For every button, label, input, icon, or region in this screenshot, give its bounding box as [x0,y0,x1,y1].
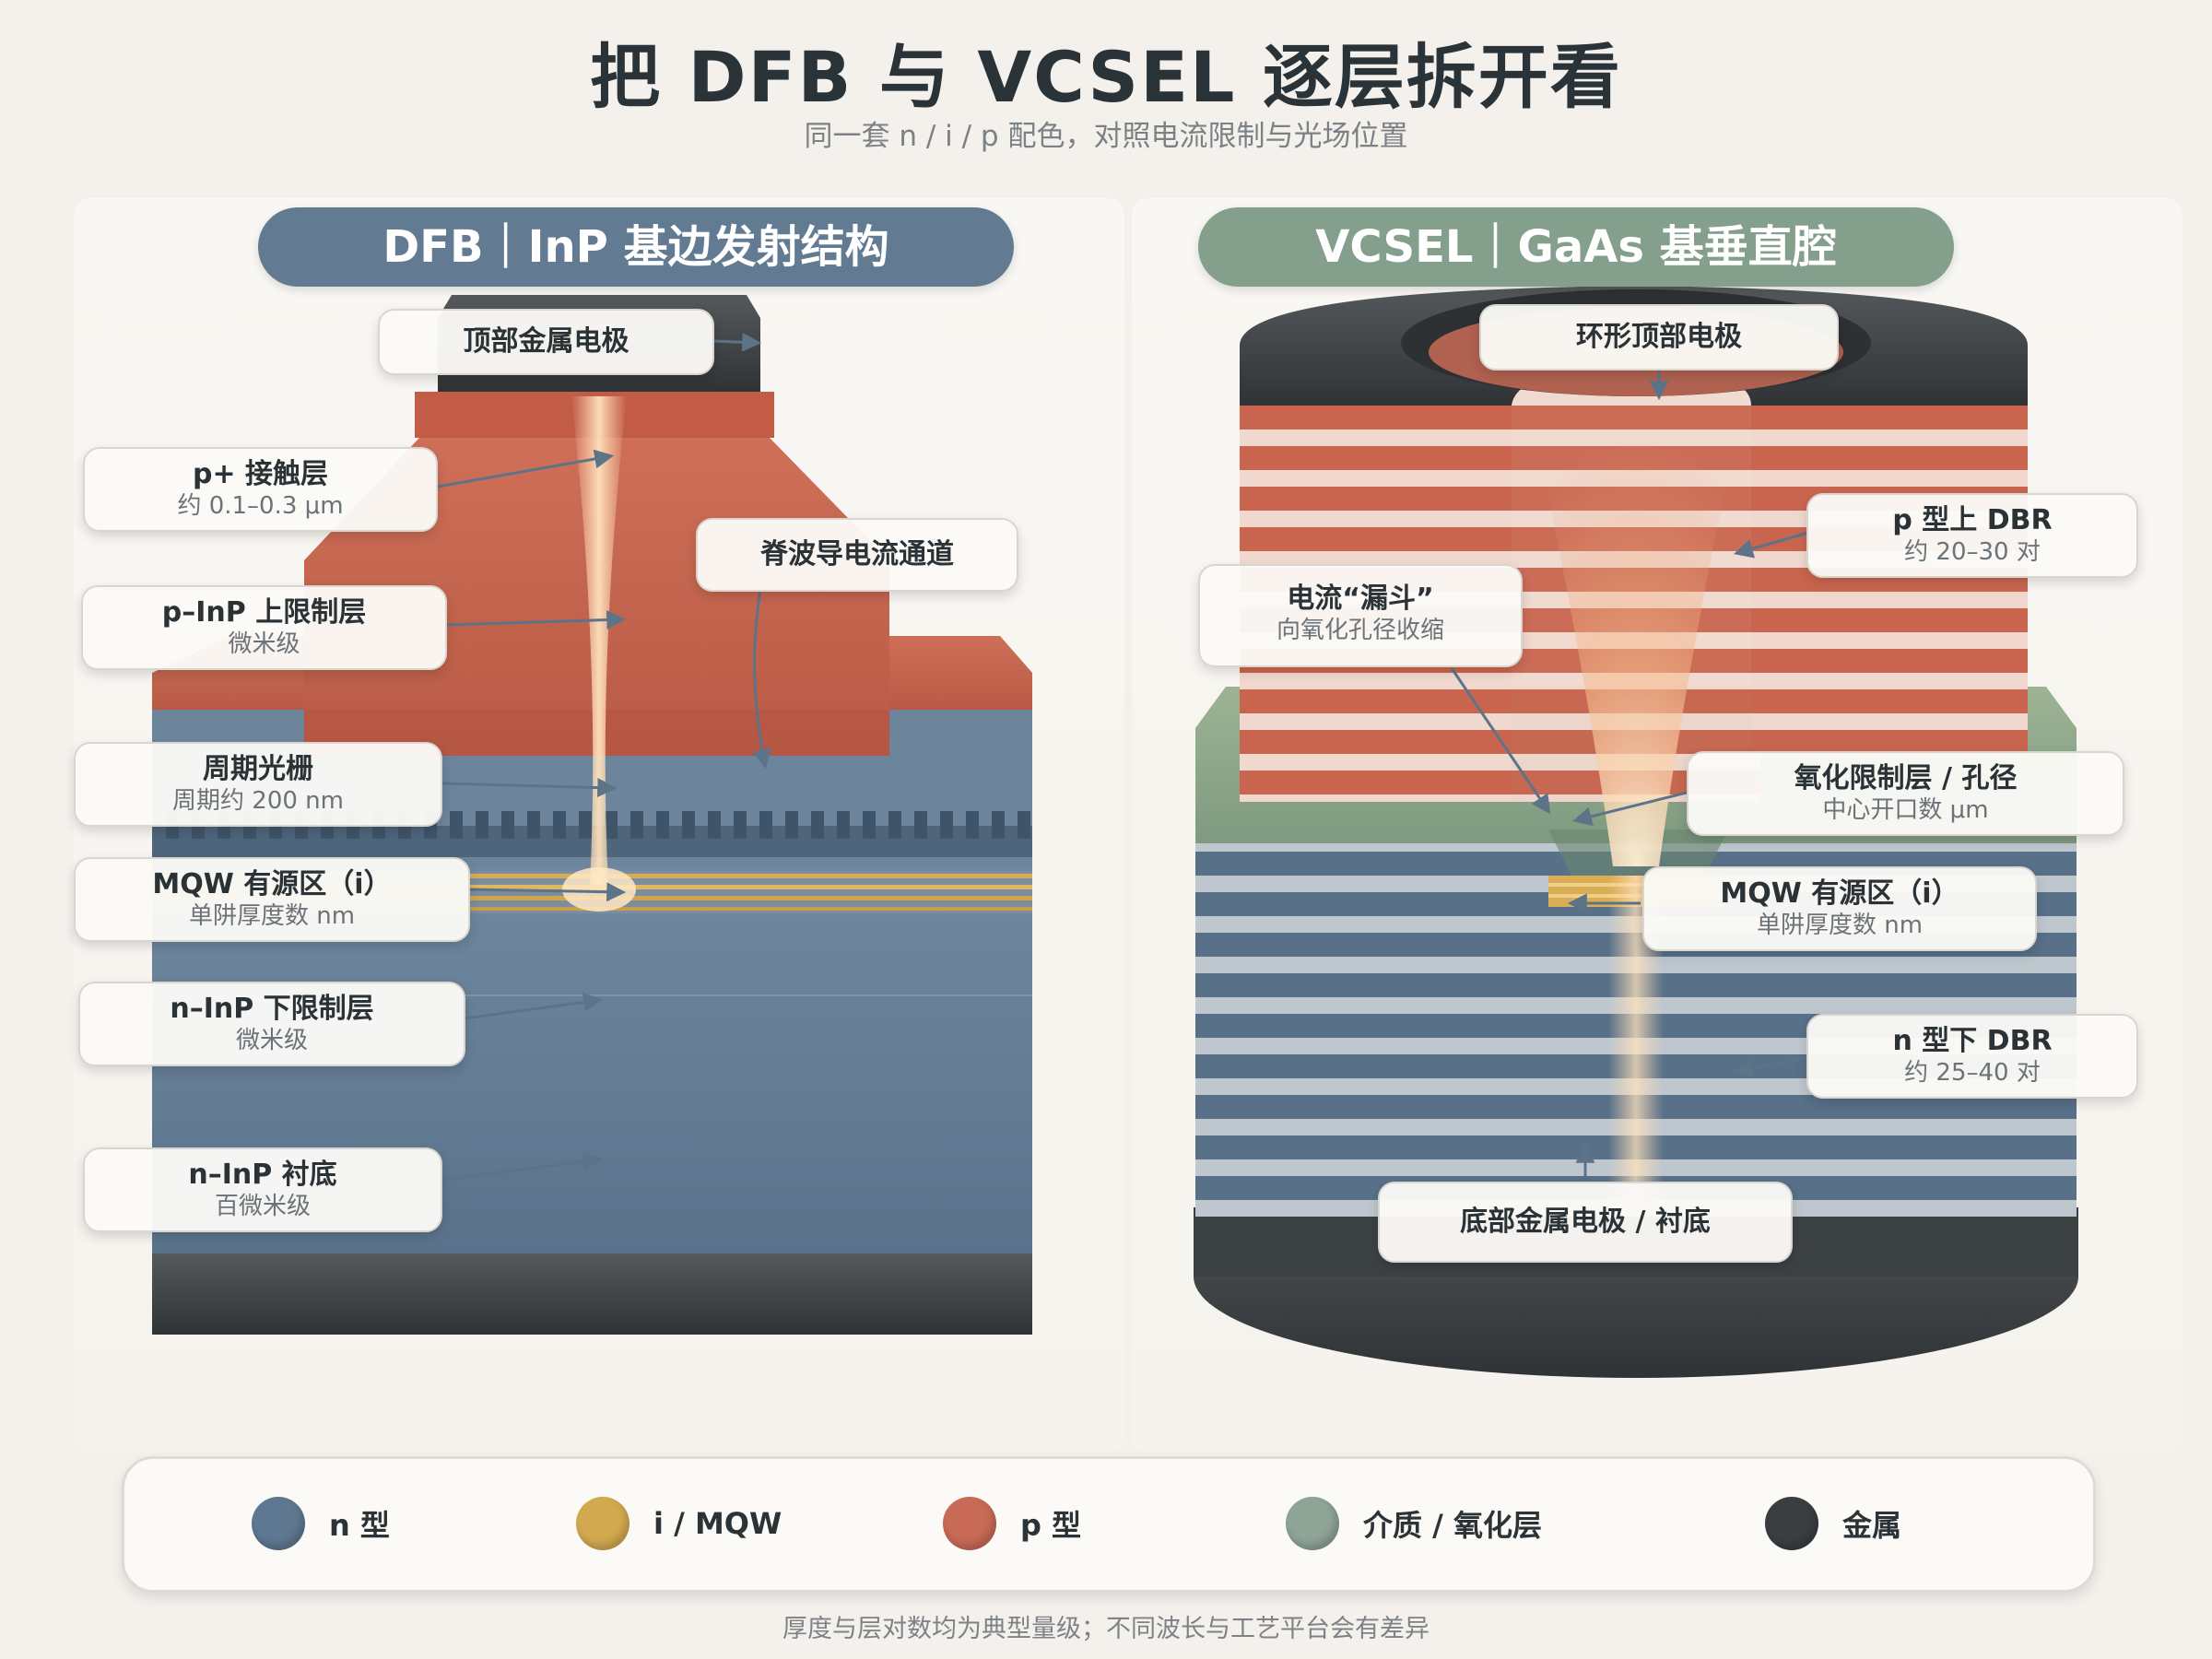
legend-label: n 型 [329,1508,390,1543]
grating-tooth [888,811,901,839]
dfb-top-electrode-label: 顶部金属电极 [463,325,629,358]
legend-item-p-type: p 型 [943,1496,1081,1551]
dfb-contact-title: p+ 接触层 [192,458,329,490]
grating-tooth [992,811,1005,839]
vcsel-p-dbr-title: p 型上 DBR [1892,504,2053,536]
dfb-grating-sub: 周期约 200 nm [172,787,344,815]
grating-tooth [708,811,721,839]
page-subtitle: 同一套 n / i / p 配色，对照电流限制与光场位置 [804,120,1408,153]
vcsel-funnel-callout: 电流“漏斗” 向氧化孔径收缩 [1198,564,1523,667]
vcsel-p-dbr-callout: p 型上 DBR 约 20–30 对 [1806,493,2138,578]
leader-lines [437,332,1809,1182]
vcsel-mqw-title: MQW 有源区（i） [1720,877,1959,910]
vcsel-n-dbr-sub: 约 25–40 对 [1904,1059,2041,1087]
color-legend: n 型 i / MQW p 型 介质 / 氧化层 金属 [122,1456,2096,1593]
legend-item-i-mqw: i / MQW [576,1496,782,1551]
legend-item-dielectric: 介质 / 氧化层 [1286,1496,1542,1551]
legend-swatch [576,1497,629,1550]
dfb-mqw-callout: MQW 有源区（i） 单阱厚度数 nm [74,857,470,942]
legend-label: 金属 [1842,1508,1902,1543]
vcsel-mqw-callout: MQW 有源区（i） 单阱厚度数 nm [1642,866,2037,951]
dfb-contact-sub: 约 0.1–0.3 μm [177,492,344,520]
dfb-mqw-sub: 单阱厚度数 nm [188,902,356,930]
grating-tooth [837,811,850,839]
dfb-upper-clad-callout: p–InP 上限制层 微米级 [81,585,447,670]
dfb-grating-callout: 周期光栅 周期约 200 nm [74,742,442,827]
dfb-upper-clad-sub: 微米级 [228,630,300,658]
dfb-substrate-sub: 百微米级 [214,1193,311,1220]
vcsel-current-funnel [1525,387,1747,866]
grating-tooth [1018,811,1030,839]
legend-swatch [252,1497,305,1550]
vcsel-n-dbr-callout: n 型下 DBR 约 25–40 对 [1806,1014,2138,1099]
footnote: 厚度与层对数均为典型量级；不同波长与工艺平台会有差异 [782,1615,1430,1643]
grating-tooth [501,811,514,839]
dfb-mqw-title: MQW 有源区（i） [152,868,392,900]
grating-tooth [914,811,927,839]
dfb-top-electrode-callout: 顶部金属电极 [378,309,714,375]
legend-swatch [1286,1497,1339,1550]
grating-tooth [450,811,463,839]
legend-item-n-type: n 型 [252,1496,390,1551]
grating-tooth [682,811,695,839]
legend-label: p 型 [1020,1508,1082,1543]
dfb-substrate-title: n–InP 衬底 [188,1159,337,1191]
grating-tooth [527,811,540,839]
dfb-upper-clad-right [889,636,1032,710]
vcsel-funnel-title: 电流“漏斗” [1287,582,1434,615]
legend-swatch [1765,1497,1818,1550]
grating-tooth [734,811,747,839]
dfb-bottom-metal [152,1253,1032,1335]
dfb-lower-clad-callout: n–InP 下限制层 微米级 [78,982,465,1066]
vcsel-p-dbr-sub: 约 20–30 对 [1904,538,2041,566]
vcsel-ring-electrode-callout: 环形顶部电极 [1479,304,1839,371]
vcsel-mqw-sub: 单阱厚度数 nm [1756,912,1924,939]
dfb-substrate-callout: n–InP 衬底 百微米级 [83,1147,442,1232]
dfb-contact-callout: p+ 接触层 约 0.1–0.3 μm [83,447,438,532]
vcsel-oxide-sub: 中心开口数 μm [1822,796,1989,824]
grating-tooth [759,811,772,839]
dfb-mode-spot [562,867,636,912]
grating-tooth [630,811,643,839]
dfb-grating-title: 周期光栅 [203,753,313,785]
vcsel-bottom-label: 底部金属电极 / 衬底 [1460,1206,1711,1238]
dfb-light-beam [571,396,627,885]
grating-tooth [553,811,566,839]
grating-tooth [579,811,592,839]
dfb-lower-clad-sub: 微米级 [235,1027,308,1054]
page-title: 把 DFB 与 VCSEL 逐层拆开看 [590,36,1622,118]
legend-label: i / MQW [653,1506,782,1541]
grating-tooth [863,811,876,839]
vcsel-funnel-sub: 向氧化孔径收缩 [1276,617,1444,644]
dfb-header-pill: DFB｜InP 基边发射结构 [258,207,1014,287]
vcsel-oxide-title: 氧化限制层 / 孔径 [1794,762,2018,794]
legend-label: 介质 / 氧化层 [1363,1508,1542,1543]
grating-tooth [605,811,618,839]
grating-tooth [476,811,488,839]
grating-tooth [811,811,824,839]
dfb-ridge-label: 脊波导电流通道 [760,538,954,571]
grating-tooth [966,811,979,839]
legend-swatch [943,1497,996,1550]
grating-tooth [785,811,798,839]
vcsel-oxide-callout: 氧化限制层 / 孔径 中心开口数 μm [1687,751,2124,836]
vcsel-bottom-callout: 底部金属电极 / 衬底 [1378,1182,1793,1263]
dfb-ridge-callout: 脊波导电流通道 [696,518,1018,592]
grating-tooth [656,811,669,839]
vcsel-ring-electrode-label: 环形顶部电极 [1576,321,1742,353]
dfb-lower-clad-title: n–InP 下限制层 [170,993,374,1025]
vcsel-n-dbr-title: n 型下 DBR [1892,1025,2053,1057]
vcsel-header-pill: VCSEL｜GaAs 基垂直腔 [1198,207,1954,287]
dfb-upper-clad-title: p–InP 上限制层 [161,596,367,629]
legend-item-metal: 金属 [1765,1496,1901,1551]
grating-tooth [940,811,953,839]
